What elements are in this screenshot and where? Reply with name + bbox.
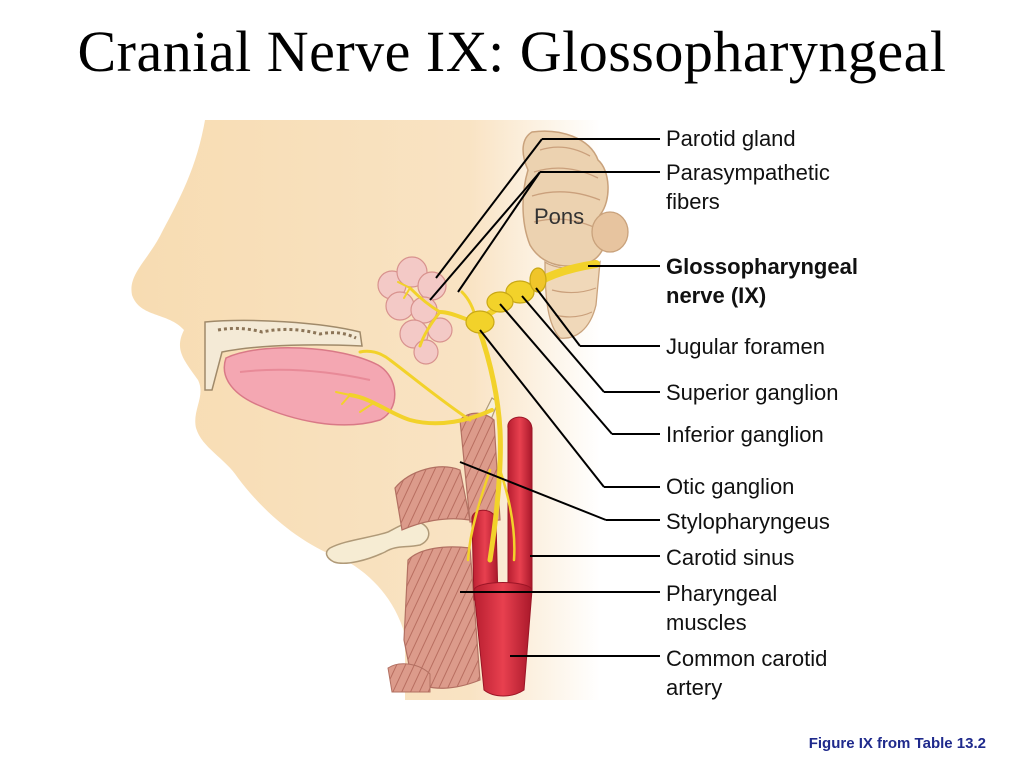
label-superior-ganglion: Superior ganglion [666,380,839,405]
label-parotid-gland: Parotid gland [666,126,796,151]
pons-label: Pons [534,204,584,229]
label-stylopharyngeus: Stylopharyngeus [666,509,830,534]
parotid-gland [377,256,453,365]
tongue [223,347,396,426]
label-jugular-foramen: Jugular foramen [666,334,825,359]
label-glossopharyngeal-nerve: Glossopharyngeal nerve (IX) [666,254,858,308]
label-otic-ganglion: Otic ganglion [666,474,795,499]
label-common-carotid-artery: Common carotid artery [666,646,828,700]
figure-caption: Figure IX from Table 13.2 [808,735,986,752]
label-inferior-ganglion: Inferior ganglion [666,422,824,447]
pharyngeal-muscles [387,412,501,693]
ganglia [465,267,547,334]
label-parasympathetic-fibers: Parasympathetic fibers [666,160,830,214]
label-carotid-sinus: Carotid sinus [666,545,795,570]
hard-palate [204,319,363,391]
leader-lines [429,138,660,657]
label-pharyngeal-muscles: Pharyngeal muscles [666,581,778,635]
slide-title: Cranial Nerve IX: Glossopharyngeal [77,19,947,84]
hyoid-bone [325,520,430,564]
